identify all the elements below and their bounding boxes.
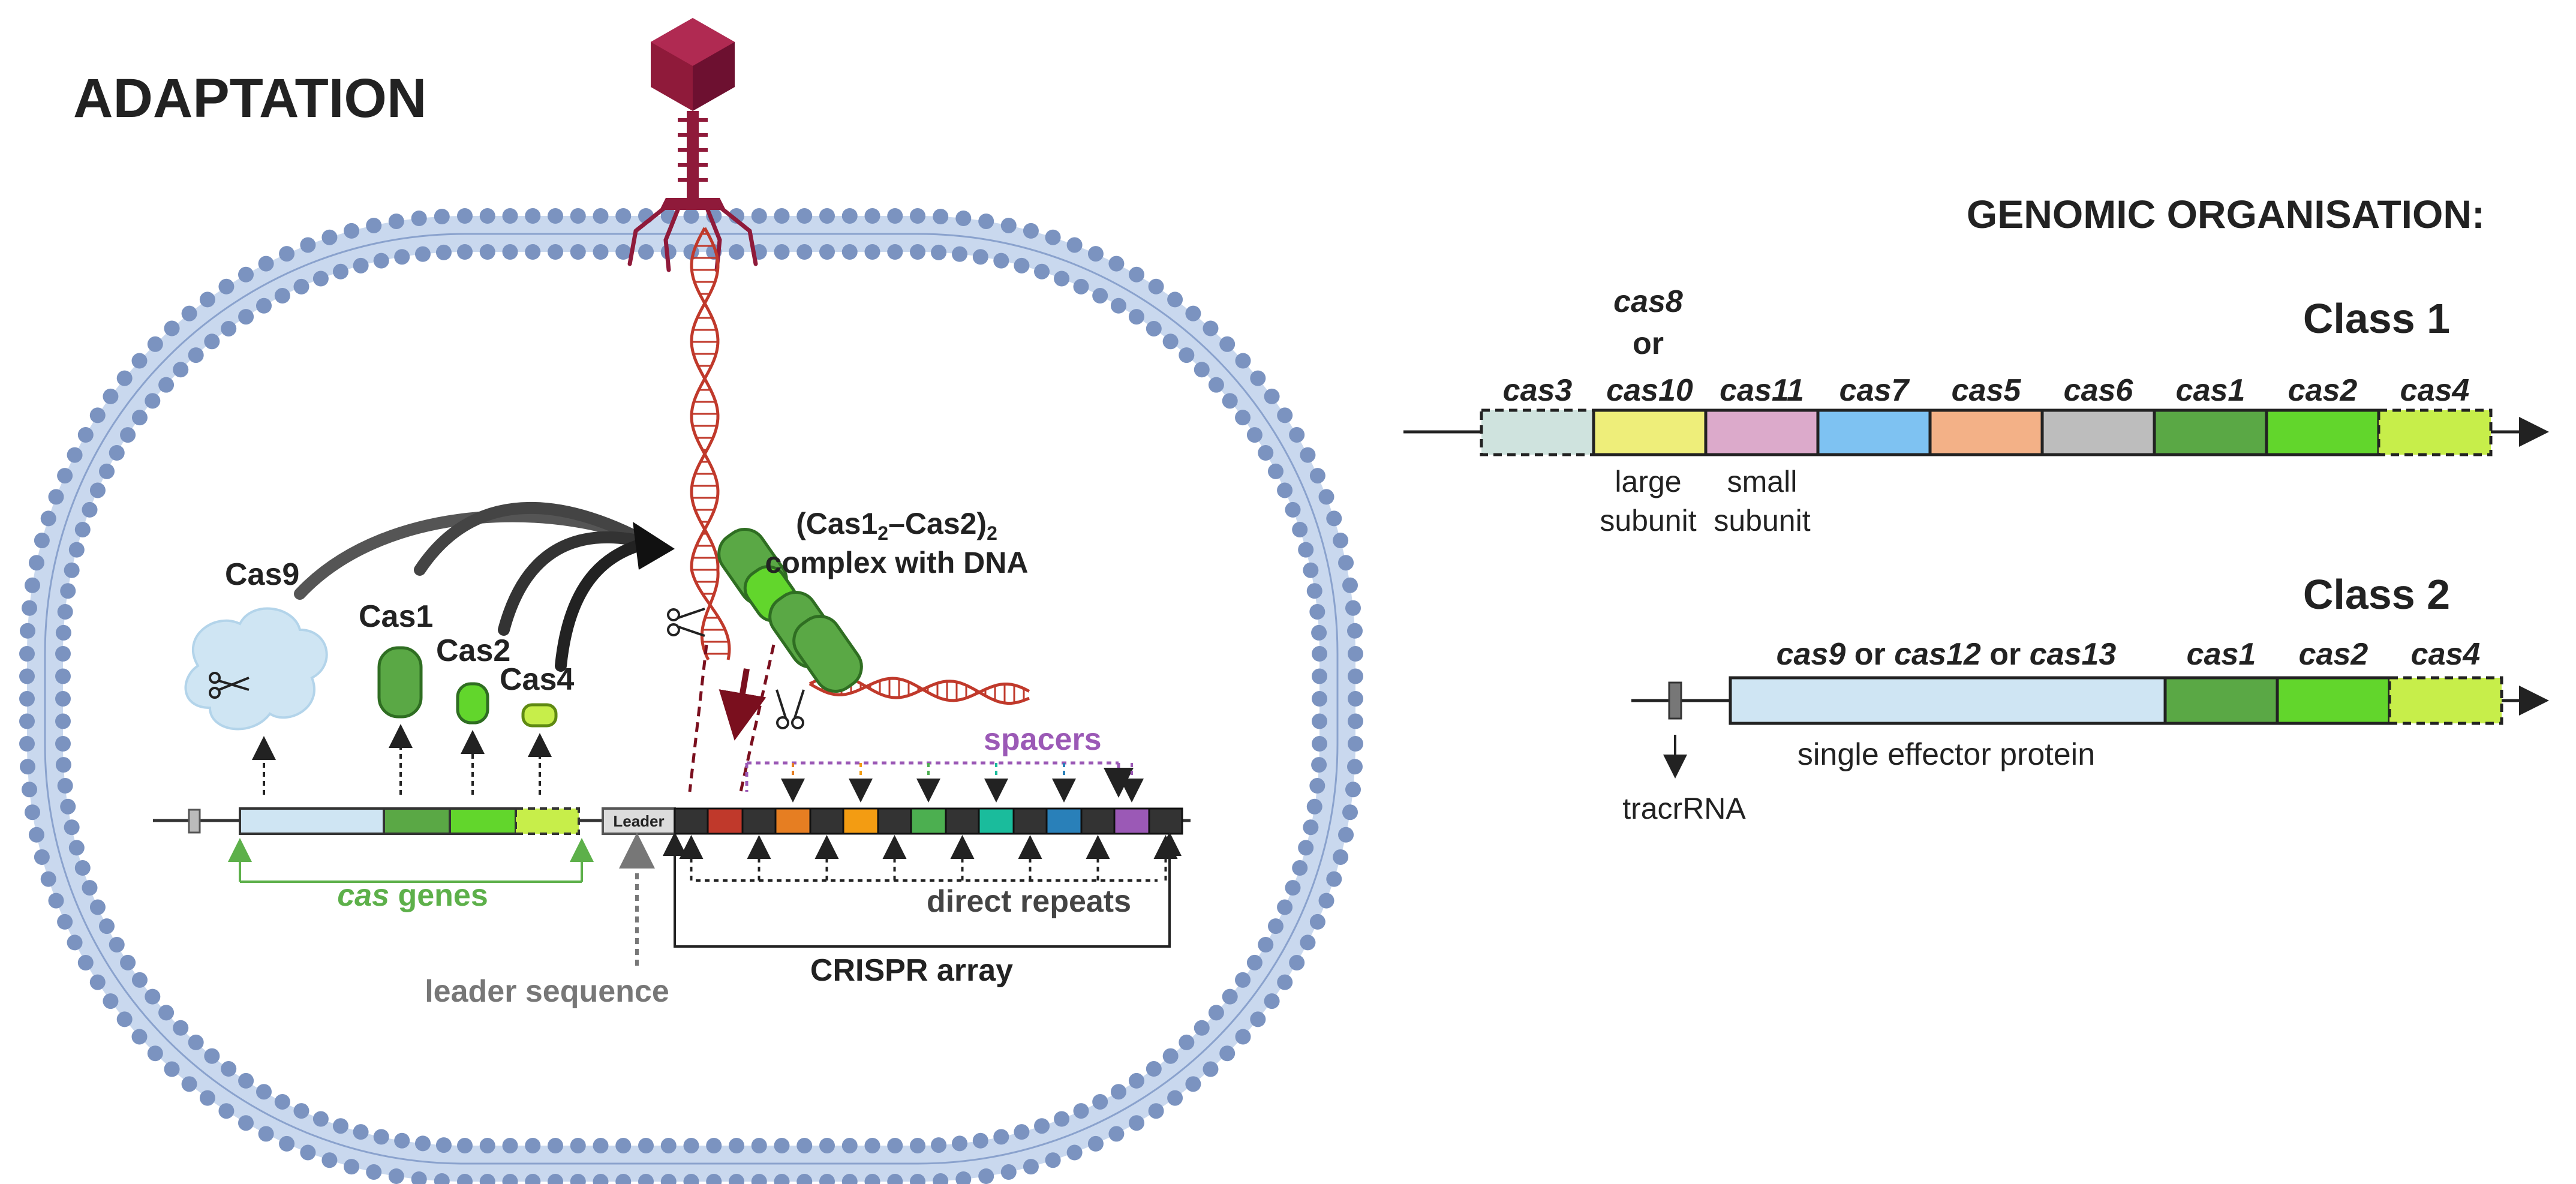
class1-gene-cas4 bbox=[2377, 408, 2493, 456]
class1-cas8-label: cas8 bbox=[1613, 284, 1683, 319]
genomic-title: GENOMIC ORGANISATION: bbox=[1967, 192, 2485, 236]
cas9-label: Cas9 bbox=[225, 557, 299, 592]
phage-dna-helix bbox=[690, 227, 731, 661]
spacer-arrows bbox=[781, 763, 1144, 803]
class1-gene-label-cas2: cas2 bbox=[2288, 373, 2358, 408]
effector-label: cas9 or cas12 or cas13 bbox=[1777, 637, 2117, 672]
class2-gene-label-cas2: cas2 bbox=[2299, 637, 2368, 672]
direct-repeat-arrows bbox=[679, 835, 1178, 881]
class1-gene-cas5 bbox=[1928, 408, 2044, 456]
adaptation-title: ADAPTATION bbox=[73, 68, 426, 129]
class2-gene-cas2 bbox=[2276, 676, 2391, 725]
class1-gene-cas10 bbox=[1592, 408, 1708, 456]
spacer-block bbox=[1113, 807, 1150, 835]
small-subunit-line1: small bbox=[1727, 465, 1798, 498]
complex-label-line2: complex with DNA bbox=[765, 546, 1029, 579]
class1-gene-label-cas7: cas7 bbox=[1839, 373, 1910, 408]
integration-arrow bbox=[719, 668, 767, 741]
leader-box-label: Leader bbox=[613, 812, 664, 830]
cas1-gene bbox=[383, 807, 451, 835]
scissors-icon bbox=[775, 689, 805, 729]
leader-sequence-label: leader sequence bbox=[425, 974, 669, 1009]
class1-gene-cas6 bbox=[2040, 408, 2156, 456]
bacteriophage bbox=[627, 18, 758, 272]
direct-repeat-block bbox=[809, 807, 844, 835]
class1-or-label: or bbox=[1633, 326, 1664, 361]
class1-gene-cas7 bbox=[1816, 408, 1932, 456]
direct-repeat-block bbox=[1080, 807, 1116, 835]
recruitment-arrows bbox=[294, 501, 654, 672]
crispr-array-label: CRISPR array bbox=[810, 953, 1013, 988]
class1-gene-label-cas11: cas11 bbox=[1720, 373, 1804, 408]
scissors-icon bbox=[209, 672, 250, 699]
cell-membrane bbox=[19, 208, 1363, 1184]
cas2-protein bbox=[456, 682, 489, 725]
direct-repeat-block bbox=[877, 807, 912, 835]
class2-gene-cas4 bbox=[2388, 676, 2503, 725]
cas-genes-label: cas genes bbox=[337, 878, 488, 913]
scissors-icon bbox=[667, 608, 705, 637]
spacer-block bbox=[1045, 807, 1083, 835]
class2-gene-label-cas1: cas1 bbox=[2187, 637, 2256, 672]
class1-gene-cas11 bbox=[1704, 408, 1820, 456]
promoter-block bbox=[188, 809, 201, 834]
class1-gene-label-cas1: cas1 bbox=[2176, 373, 2246, 408]
direct-repeats-label: direct repeats bbox=[927, 884, 1131, 919]
class1-gene-cas3 bbox=[1480, 408, 1595, 456]
spacers-label: spacers bbox=[984, 722, 1102, 757]
class2-gene-label-cas4: cas4 bbox=[2411, 637, 2481, 672]
direct-repeat-block bbox=[1148, 807, 1183, 835]
tracrrna-block bbox=[1668, 681, 1682, 720]
cas9-protein bbox=[184, 607, 328, 731]
cas9-gene bbox=[239, 807, 385, 835]
cas1-label: Cas1 bbox=[359, 599, 433, 634]
direct-repeat-block bbox=[945, 807, 980, 835]
class1-title: Class 1 bbox=[2303, 295, 2450, 342]
class1-gene-label-cas3: cas3 bbox=[1503, 373, 1573, 408]
class1-gene-cas2 bbox=[2265, 408, 2380, 456]
spacer-block bbox=[774, 807, 811, 835]
direct-repeat-block bbox=[741, 807, 777, 835]
spacer-block bbox=[978, 807, 1015, 835]
class2-gene-row: cas1 cas2 cas4 bbox=[2163, 637, 2503, 725]
class1-gene-row bbox=[1480, 408, 2493, 456]
effector-gene bbox=[1729, 676, 2167, 725]
class1-gene-label-cas4: cas4 bbox=[2400, 373, 2470, 408]
class1-gene-cas1 bbox=[2153, 408, 2268, 456]
class2-title: Class 2 bbox=[2303, 571, 2450, 618]
recruitment-arrow-head bbox=[633, 522, 675, 570]
small-subunit-line2: subunit bbox=[1714, 504, 1810, 537]
spacer-block bbox=[910, 807, 947, 835]
class1-gene-label-cas6: cas6 bbox=[2064, 373, 2134, 408]
direct-repeat-block bbox=[1012, 807, 1048, 835]
leader-box bbox=[602, 807, 676, 835]
cas2-label: Cas2 bbox=[436, 633, 510, 668]
class1-gene-label-cas5: cas5 bbox=[1952, 373, 2022, 408]
cas4-label: Cas4 bbox=[500, 662, 574, 697]
effector-description: single effector protein bbox=[1798, 737, 2095, 772]
class2-gene-cas1 bbox=[2163, 676, 2279, 725]
cas1-protein bbox=[377, 646, 423, 719]
cas4-gene bbox=[515, 807, 580, 835]
large-subunit-line1: large bbox=[1615, 465, 1681, 498]
cas2-gene bbox=[449, 807, 517, 835]
direct-repeat-block bbox=[674, 807, 709, 835]
complex-label-line1: (Cas12–Cas2)2 bbox=[796, 507, 997, 544]
large-subunit-line2: subunit bbox=[1600, 504, 1696, 537]
crispr-array bbox=[674, 807, 1183, 835]
cas4-protein bbox=[521, 703, 558, 728]
spacer-block bbox=[842, 807, 879, 835]
tracrrna-label: tracrRNA bbox=[1622, 792, 1746, 825]
cas1-cas2-complex bbox=[717, 528, 863, 693]
spacer-block bbox=[707, 807, 744, 835]
class1-gene-label-cas10: cas10 bbox=[1606, 373, 1693, 408]
